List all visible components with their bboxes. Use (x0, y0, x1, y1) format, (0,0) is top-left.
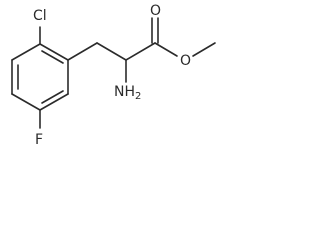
ring-bond-c2-c3 (11, 43, 41, 61)
amine-label: NH2 (114, 84, 141, 102)
bond-carbonyl-o-ester (154, 42, 178, 57)
bond-ring-ch2 (67, 42, 98, 61)
bond-o-methyl (192, 42, 216, 57)
ester-oxygen-label: O (180, 53, 191, 69)
carbonyl-oxygen-label: O (150, 3, 161, 19)
amine-subscript: 2 (135, 91, 141, 102)
ring-bond-c4-c5 (11, 93, 41, 111)
ring-double-bond-inner-1 (41, 50, 64, 64)
fluorine-label: F (35, 132, 43, 148)
amine-nh-text: NH (114, 84, 135, 100)
ring-double-bond-inner-3 (41, 90, 64, 104)
molecule-structure: Cl F O O NH2 (11, 3, 216, 148)
ring-bond-c1-c2 (39, 43, 69, 61)
chlorine-label: Cl (33, 8, 47, 24)
ring-bond-c5-c6 (39, 93, 69, 111)
bond-ch2-calpha (96, 42, 127, 61)
benzene-ring (11, 43, 69, 111)
bond-calpha-carbonyl (125, 42, 156, 61)
